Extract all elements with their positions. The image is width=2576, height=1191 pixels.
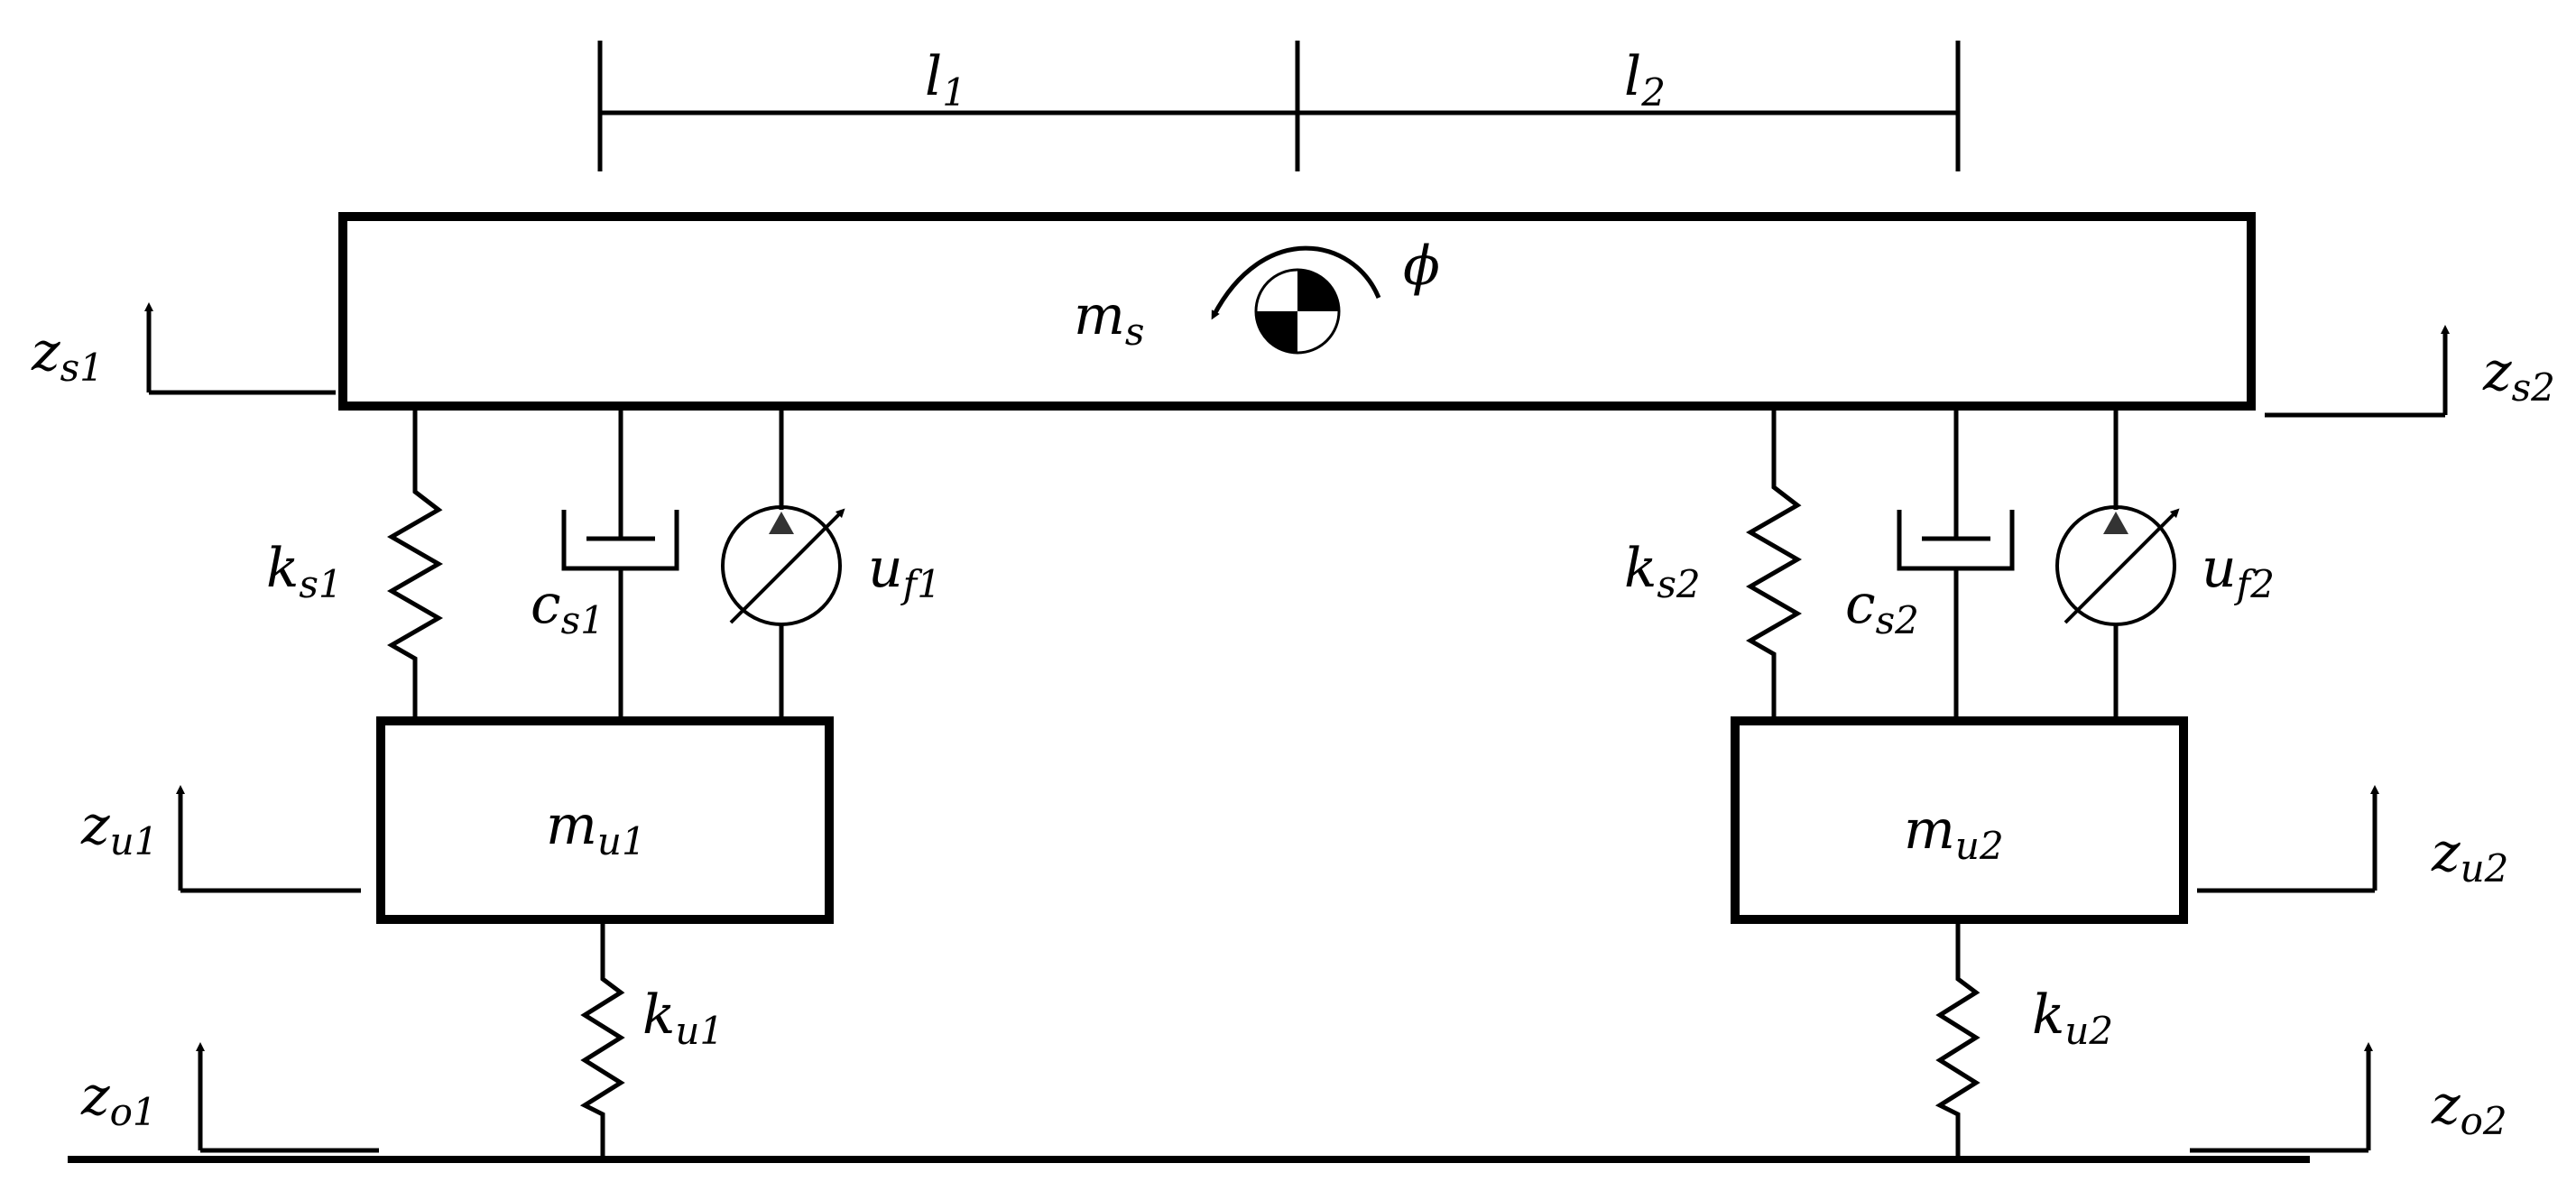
- zs1-arrow-icon: [144, 302, 336, 395]
- label-ms: ms: [1074, 284, 1144, 354]
- tire-spring-ku1-icon: [579, 924, 625, 1158]
- sprung-mass-body: [338, 212, 2256, 411]
- label-zo2: zo2: [2431, 1074, 2507, 1143]
- dimension-lines: [597, 41, 1961, 171]
- zo1-arrow-icon: [196, 1042, 379, 1153]
- unsprung-mass-1: [376, 716, 834, 924]
- zu2-arrow-icon: [2197, 785, 2379, 893]
- damper-cs1-icon: [561, 411, 679, 719]
- pitch-arrow-icon: [1211, 245, 1381, 320]
- label-ks2: ks2: [1624, 537, 1701, 606]
- spring-ks1-icon: [386, 411, 444, 719]
- zo2-arrow-icon: [2190, 1042, 2373, 1153]
- label-cs1: cs1: [531, 573, 605, 642]
- zs2-arrow-icon: [2265, 325, 2450, 418]
- damper-cs2-icon: [1897, 411, 2015, 719]
- spring-ks2-icon: [1745, 411, 1803, 719]
- zu1-arrow-icon: [176, 785, 361, 893]
- tire-spring-ku2-icon: [1934, 924, 1980, 1158]
- actuator-uf1-icon: [721, 411, 845, 719]
- label-ku2: ku2: [2032, 983, 2113, 1053]
- label-l2: l2: [1624, 45, 1666, 115]
- label-phi: ϕ: [1403, 235, 1440, 298]
- label-zs2: zs2: [2482, 340, 2555, 410]
- label-zu1: zu1: [80, 794, 158, 863]
- label-l1: l1: [925, 45, 966, 115]
- label-mu1: mu1: [546, 794, 646, 863]
- label-zo1: zo1: [80, 1065, 157, 1134]
- label-zu2: zu2: [2431, 821, 2508, 891]
- label-cs2: cs2: [1845, 573, 1919, 642]
- label-uf2: uf2: [2202, 537, 2275, 606]
- label-ku1: ku1: [642, 983, 724, 1053]
- label-mu2: mu2: [1904, 799, 2004, 868]
- label-uf1: uf1: [868, 537, 941, 606]
- center-of-gravity-icon: [1254, 268, 1341, 355]
- label-zs1: zs1: [31, 320, 104, 390]
- unsprung-mass-2: [1731, 716, 2188, 924]
- label-ks1: ks1: [266, 537, 343, 606]
- actuator-uf2-icon: [2055, 411, 2180, 719]
